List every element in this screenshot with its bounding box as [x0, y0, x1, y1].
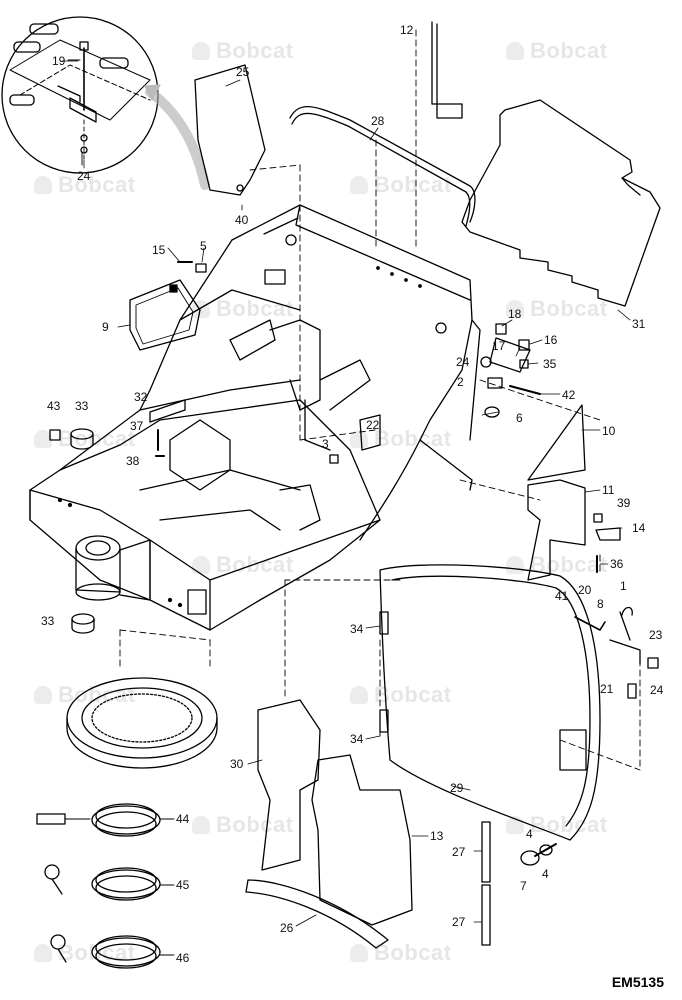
callout-29: 29 [450, 781, 464, 795]
bobcat-logo-icon [34, 176, 52, 194]
callout-42: 42 [562, 388, 576, 402]
callout-7: 7 [520, 879, 527, 893]
callout-26: 26 [280, 921, 294, 935]
slewing-ring [66, 677, 218, 769]
watermark: Bobcat [506, 812, 608, 838]
drawing-code: EM5135 [611, 974, 664, 990]
callout-36: 36 [610, 557, 624, 571]
callout-46: 46 [176, 951, 190, 965]
main-frame [139, 204, 481, 541]
callout-23: 23 [649, 628, 663, 642]
callout-11: 11 [602, 483, 615, 497]
callout-12: 12 [400, 23, 414, 37]
callout-4b: 4 [542, 867, 549, 881]
callout-leaders [61, 60, 631, 927]
callout-14: 14 [632, 521, 646, 535]
callout-24b: 24 [456, 355, 470, 369]
callout-3: 3 [322, 437, 329, 451]
plate-9 [129, 279, 201, 351]
watermark: Bobcat [192, 296, 294, 322]
panel-10 [527, 404, 586, 481]
callout-17: 17 [492, 339, 506, 353]
callout-16: 16 [544, 333, 558, 347]
bobcat-logo-icon [350, 176, 368, 194]
detail-arrow [145, 87, 210, 190]
callout-18: 18 [508, 307, 522, 321]
callout-6: 6 [516, 411, 523, 425]
callout-34a: 34 [350, 622, 364, 636]
callout-27a: 27 [452, 845, 466, 859]
panel-11 [527, 479, 586, 581]
callout-13: 13 [430, 829, 444, 843]
callout-27b: 27 [452, 915, 466, 929]
callout-34b: 34 [350, 732, 364, 746]
callout-4a: 4 [526, 827, 533, 841]
watermark: Bobcat [192, 38, 294, 64]
callout-10: 10 [602, 424, 616, 438]
callout-37: 37 [130, 419, 144, 433]
detail-inset [1, 16, 159, 174]
bobcat-logo-icon [34, 686, 52, 704]
callout-32: 32 [134, 390, 148, 404]
callout-33b: 33 [41, 614, 55, 628]
strip-27a [481, 821, 491, 883]
strip-26 [245, 879, 389, 949]
callout-24c: 24 [650, 683, 664, 697]
callout-20: 20 [578, 583, 592, 597]
bobcat-logo-icon [506, 42, 524, 60]
callout-43: 43 [47, 399, 61, 413]
callout-2: 2 [457, 375, 464, 389]
bobcat-logo-icon [192, 816, 210, 834]
strip-27b [481, 884, 491, 946]
bobcat-logo-icon [350, 944, 368, 962]
callout-30: 30 [230, 757, 244, 771]
hardware-cluster [480, 323, 541, 418]
callout-9: 9 [102, 320, 109, 334]
callout-19: 19 [52, 54, 66, 68]
panel-30 [257, 699, 321, 871]
watermark: Bobcat [34, 172, 136, 198]
callout-40: 40 [235, 213, 249, 227]
watermark: Bobcat [506, 296, 608, 322]
callout-24: 24 [77, 169, 91, 183]
bobcat-logo-icon [350, 430, 368, 448]
callout-31: 31 [632, 317, 646, 331]
seal-kits [36, 803, 175, 969]
callout-28: 28 [371, 114, 385, 128]
callout-22: 22 [366, 418, 380, 432]
seal-28 [289, 106, 476, 223]
door-29 [379, 564, 601, 841]
callout-41: 41 [555, 589, 569, 603]
callout-33a: 33 [75, 399, 89, 413]
callout-39: 39 [617, 496, 631, 510]
shield-31 [461, 99, 661, 307]
plate-25 [194, 64, 266, 196]
bobcat-logo-icon [34, 944, 52, 962]
bar-12 [431, 21, 463, 119]
bobcat-logo-icon [192, 556, 210, 574]
watermark: Bobcat [350, 426, 452, 452]
bobcat-logo-icon [34, 430, 52, 448]
watermark: Bobcat [192, 812, 294, 838]
bobcat-logo-icon [192, 42, 210, 60]
callout-45: 45 [176, 878, 190, 892]
watermark: Bobcat [350, 940, 452, 966]
watermark: Bobcat [350, 682, 452, 708]
callout-21: 21 [600, 682, 614, 696]
bobcat-logo-icon [506, 300, 524, 318]
panel-13 [311, 754, 413, 926]
watermark: Bobcat [506, 38, 608, 64]
callout-1: 1 [620, 579, 627, 593]
callout-5: 5 [200, 239, 207, 253]
callout-8: 8 [597, 597, 604, 611]
lower-chassis [29, 379, 381, 631]
callout-25: 25 [236, 65, 250, 79]
callout-44: 44 [176, 812, 190, 826]
callout-15: 15 [152, 243, 166, 257]
bobcat-logo-icon [350, 686, 368, 704]
callout-38: 38 [126, 454, 140, 468]
callout-35: 35 [543, 357, 557, 371]
